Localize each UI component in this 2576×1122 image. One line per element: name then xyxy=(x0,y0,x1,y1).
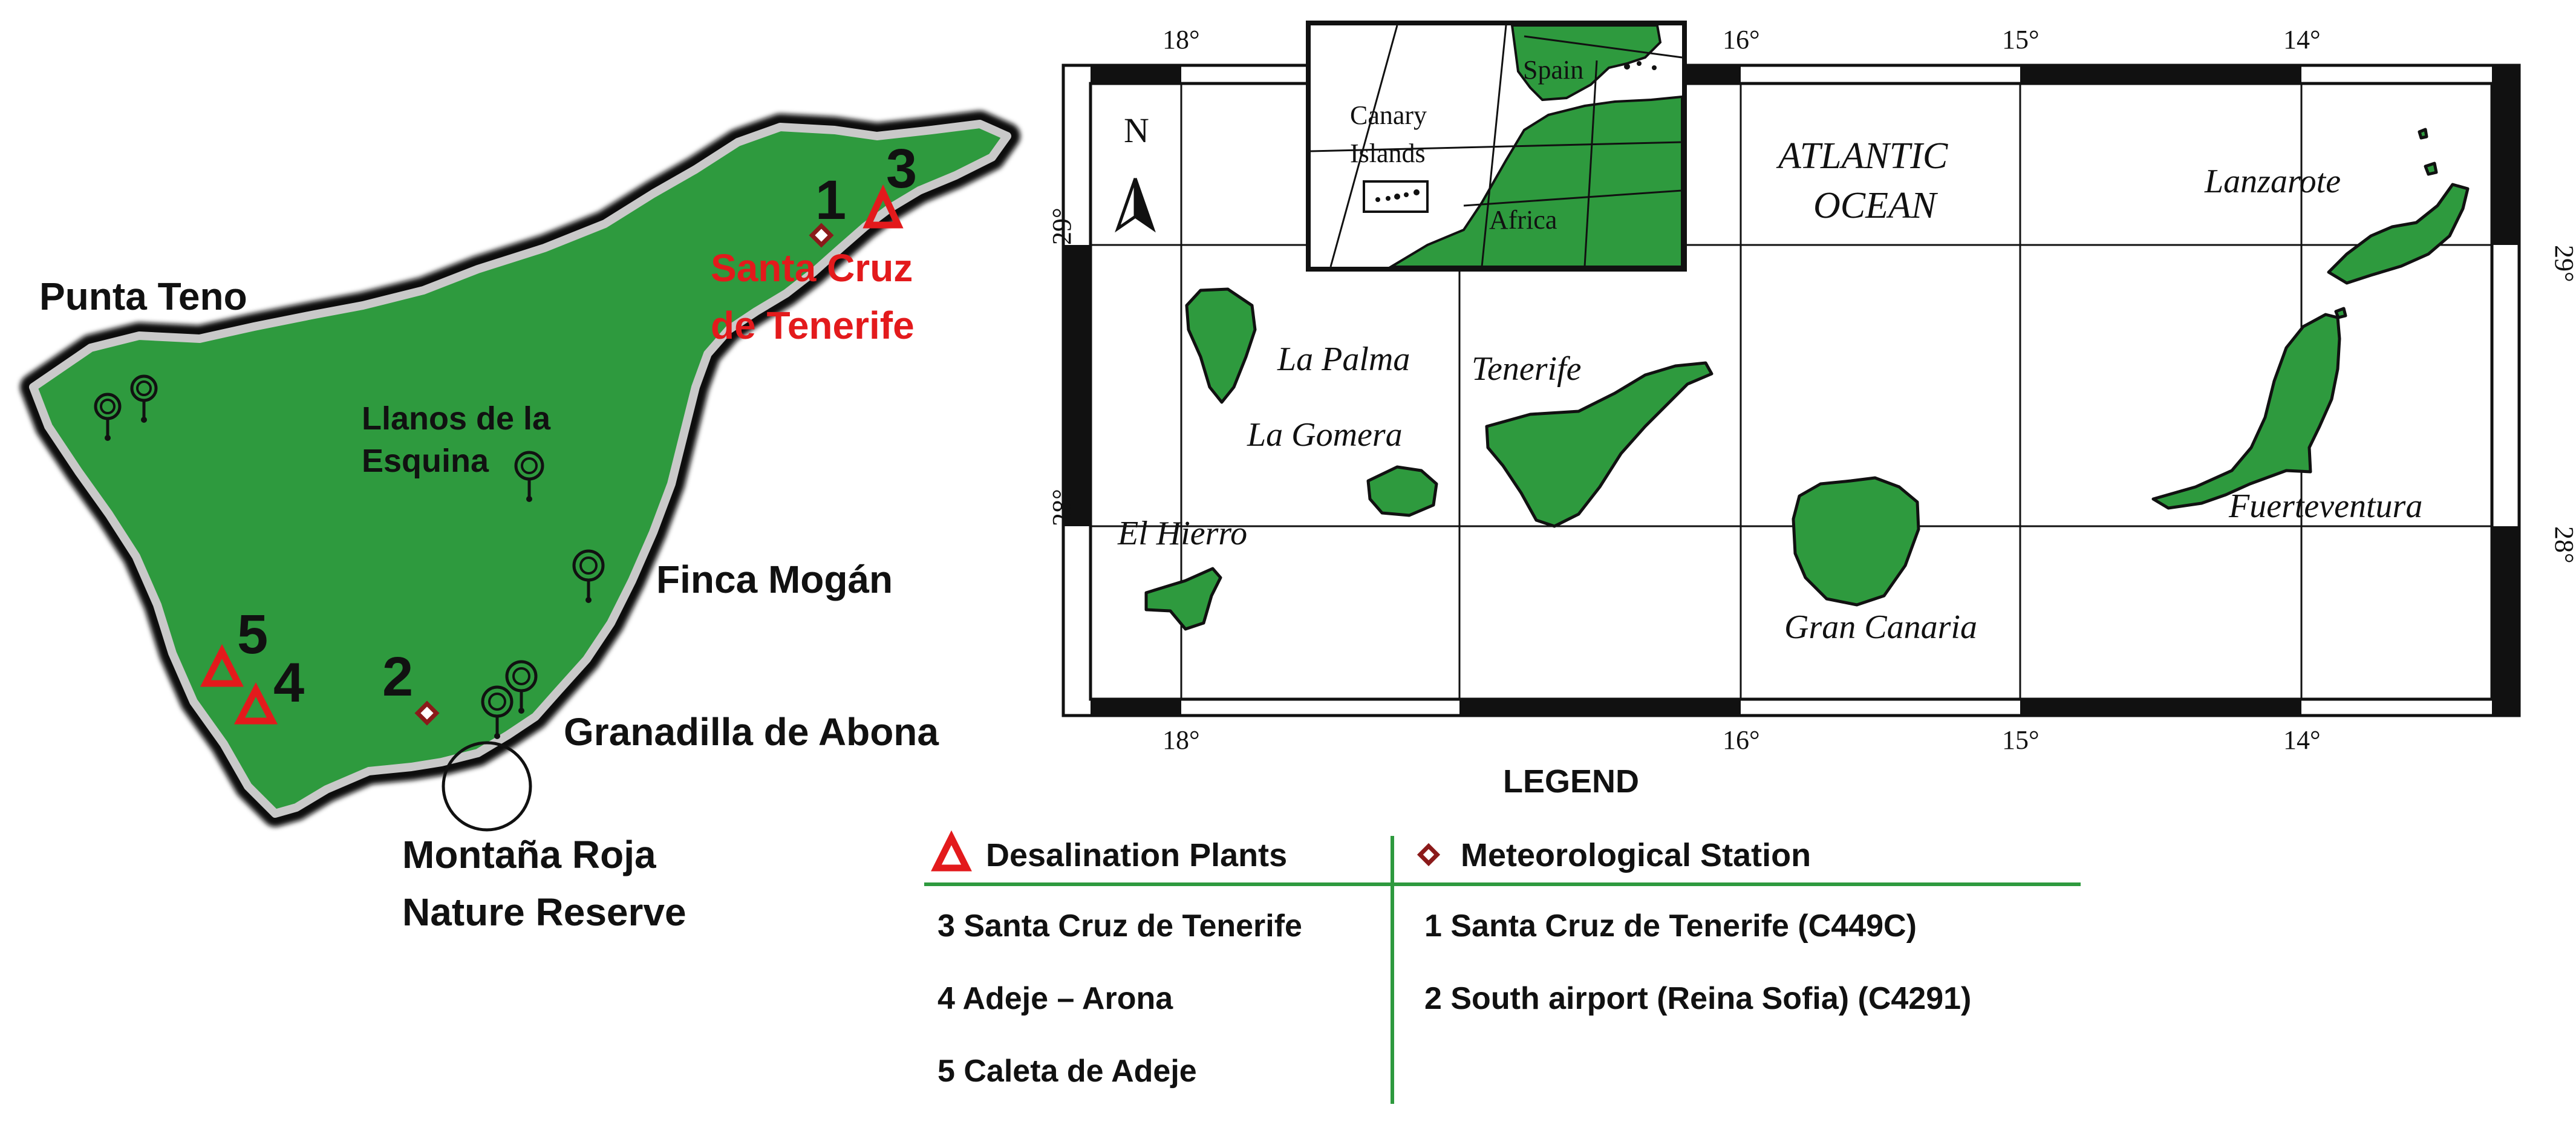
bottom-tick-label: 18° xyxy=(1162,725,1200,755)
legend-title: LEGEND xyxy=(1503,763,1639,800)
tenerife-island-coast xyxy=(29,120,1011,818)
legend-plant-triangle-icon xyxy=(931,830,972,872)
montana-roja-label-line1: Montaña Roja xyxy=(402,833,656,876)
la-gomera-island xyxy=(1366,465,1438,517)
bottom-tick-label: 15° xyxy=(2002,725,2040,755)
santa-cruz-label-line1: Santa Cruz xyxy=(711,246,913,290)
llanos-label-line2: Esquina xyxy=(362,443,489,479)
montana-roja-label-line2: Nature Reserve xyxy=(402,890,686,934)
top-tick-label: 18° xyxy=(1162,25,1200,54)
fuerteventura-label: Fuerteventura xyxy=(2228,488,2422,525)
legend-plant-item: 5 Caleta de Adeje xyxy=(937,1054,1197,1089)
legend-station-item: 1 Santa Cruz de Tenerife (C449C) xyxy=(1424,908,1917,944)
station-2-number: 2 xyxy=(382,646,413,708)
inset-map: Spain Africa Canary Islands xyxy=(1306,21,1687,272)
la-palma-island xyxy=(1185,287,1257,404)
el-hierro-island xyxy=(1144,567,1222,631)
tenerife-map: 1 3 5 4 2 Punta Teno Llanos de la Esquin… xyxy=(20,111,1020,934)
station-1-number: 1 xyxy=(815,169,846,231)
legend-plant-item: 4 Adeje – Arona xyxy=(937,981,1173,1016)
santa-cruz-label-line2: de Tenerife xyxy=(711,304,915,347)
top-tick-label: 15° xyxy=(2002,25,2040,54)
top-tick-label: 16° xyxy=(1723,25,1760,54)
lanzarote-island xyxy=(2327,183,2470,285)
left-tick-label: 29° xyxy=(1047,207,1077,245)
right-tick-label: 29° xyxy=(2549,245,2576,282)
gran-canaria-label: Gran Canaria xyxy=(1784,608,1977,646)
site-pin-icon xyxy=(572,549,605,603)
inset-canary-label-line2: Islands xyxy=(1350,139,1426,168)
site-pin-icon xyxy=(130,374,158,423)
tenerife-island-small xyxy=(1485,361,1714,528)
top-tick-label: 14° xyxy=(2283,25,2321,54)
site-pin-icon xyxy=(505,660,538,714)
bottom-tick-label: 16° xyxy=(1723,725,1760,755)
inset-canary-label-line1: Canary xyxy=(1350,100,1427,130)
north-arrow-icon xyxy=(1115,178,1156,233)
legend-plants-header: Desalination Plants xyxy=(986,837,1287,873)
plant-triangle-icon xyxy=(862,184,904,229)
plant-triangle-icon xyxy=(233,682,278,725)
canary-islands-map: N ATLANTIC OCEAN Lanzarote Fuerteventura… xyxy=(1047,21,2576,755)
llanos-label-line1: Llanos de la xyxy=(362,400,551,437)
right-tick-label: 28° xyxy=(2549,526,2576,564)
legend-station-item: 2 South airport (Reina Sofia) (C4291) xyxy=(1424,981,1971,1016)
ocean-label-line1: ATLANTIC xyxy=(1776,135,1948,177)
legend-plant-item: 3 Santa Cruz de Tenerife xyxy=(937,908,1302,944)
lanzarote-islet xyxy=(2424,161,2438,176)
site-pin-icon xyxy=(514,451,544,502)
plant-5-number: 5 xyxy=(237,604,268,665)
station-diamond-icon xyxy=(414,700,440,726)
finca-mogan-label: Finca Mogán xyxy=(656,558,893,601)
inset-africa-label: Africa xyxy=(1489,205,1557,235)
north-letter: N xyxy=(1124,111,1149,150)
inset-spain-label: Spain xyxy=(1523,55,1583,85)
legend-stations-header: Meteorological Station xyxy=(1461,837,1811,873)
inset-canary-box xyxy=(1363,180,1429,213)
punta-teno-label: Punta Teno xyxy=(39,275,247,318)
station-diamond-icon xyxy=(809,223,834,248)
fuerteventura-island xyxy=(2151,313,2341,510)
montana-roja-circle xyxy=(442,741,532,832)
plant-3-number: 3 xyxy=(886,138,917,200)
la-gomera-label: La Gomera xyxy=(1247,416,1403,454)
legend-station-diamond-icon xyxy=(1417,843,1441,867)
plant-4-number: 4 xyxy=(273,652,304,714)
la-palma-label: La Palma xyxy=(1277,341,1410,378)
inset-africa-land xyxy=(1386,95,1683,268)
granadilla-label: Granadilla de Abona xyxy=(564,710,939,754)
el-hierro-label: El Hierro xyxy=(1117,515,1247,552)
plant-triangle-icon xyxy=(200,644,244,687)
left-tick-label: 28° xyxy=(1047,489,1077,526)
tenerife-label: Tenerife xyxy=(1472,350,1581,388)
site-pin-icon xyxy=(94,393,122,441)
legend: LEGEND Desalination Plants Meteorologica… xyxy=(924,763,2081,1104)
ocean-label-line2: OCEAN xyxy=(1813,185,1939,226)
lanzarote-islet xyxy=(2418,128,2428,140)
lanzarote-label: Lanzarote xyxy=(2204,163,2341,200)
site-pin-icon xyxy=(481,685,514,739)
fuerteventura-islet xyxy=(2334,307,2347,319)
bottom-tick-label: 14° xyxy=(2283,725,2321,755)
inset-spain-land xyxy=(1510,24,1662,102)
gran-canaria-island xyxy=(1792,476,1920,607)
